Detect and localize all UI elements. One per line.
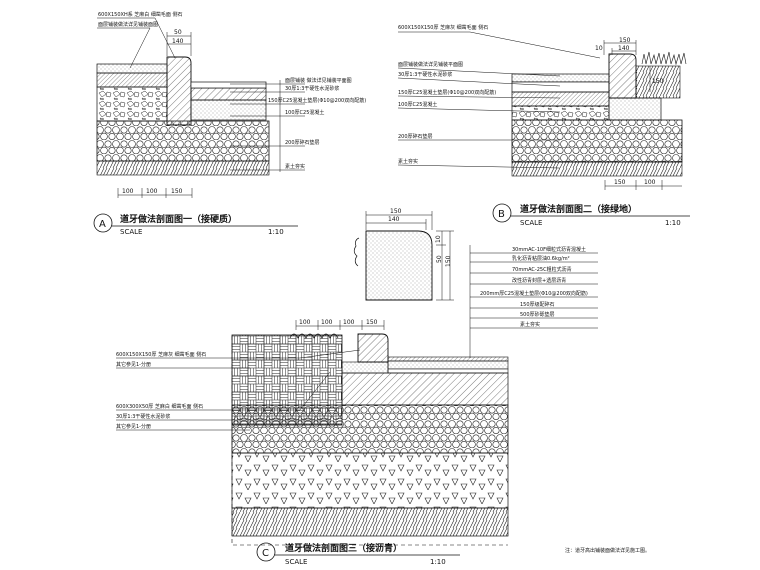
detail-a-callout-c25-100: 100厚C25混凝土 <box>285 109 324 116</box>
detail-c-callout-c25: 200mm厚C25混凝土垫层(Φ10@200双向配筋) <box>480 290 588 297</box>
detail-a-title-block: A 道牙做法剖面图一（接硬质） SCALE 1:10 <box>93 213 298 236</box>
detail-c-dim-top-1: 100 <box>299 319 311 326</box>
curb-section-dim-top-2: 140 <box>388 216 400 223</box>
detail-b-callout-curb: 600X150X150厚 芝麻灰 细凿毛面 侧石 <box>398 24 488 31</box>
detail-a-letter: A <box>99 219 106 230</box>
detail-b-dim-bottom-1: 150 <box>614 179 626 186</box>
detail-b: 150 10 140 150 150 100 600X150X150厚 芝麻灰 … <box>397 24 690 227</box>
detail-c-callout-soil: 素土夯实 <box>520 321 540 328</box>
detail-b-dim-top-1: 150 <box>619 37 631 44</box>
detail-a-dim-bottom-2: 100 <box>146 188 158 195</box>
detail-b-title-block: B 道牙做法剖面图二（接绿地） SCALE 1:10 <box>492 203 690 227</box>
footnote: 注：道牙高出铺装面做法详见施工图。 <box>565 547 650 554</box>
curb-section-dim-top-1: 150 <box>390 208 402 215</box>
curb-section-dim-right-1: 10 <box>435 235 442 243</box>
detail-c-dim-top-3: 100 <box>343 319 355 326</box>
curb-section-detail: 150 140 10 50 150 <box>353 208 454 301</box>
detail-b-callout-mortar: 30厚1:3干硬性水泥砂浆 <box>398 71 452 78</box>
detail-c-section <box>231 333 509 546</box>
detail-b-letter: B <box>498 209 505 220</box>
detail-c-callout-ref-2: 其它参见1-分册 <box>116 423 151 430</box>
detail-a-title: 道牙做法剖面图一（接硬质） <box>120 213 237 225</box>
detail-a-callout-soil: 素土夯实 <box>285 163 305 170</box>
curb-section-dim-right-3: 150 <box>445 255 452 267</box>
detail-a-dim-bottom-1: 100 <box>122 188 134 195</box>
detail-c-leaders-right <box>469 245 598 358</box>
detail-c-callout-paver: 600X300X50厚 芝麻白 细凿毛面 侧石 <box>116 403 203 410</box>
detail-a-scale-label: SCALE <box>120 228 142 236</box>
curb-section-dim-right-2: 50 <box>436 255 443 263</box>
detail-b-dim-bottom-2: 100 <box>644 179 656 186</box>
detail-b-callout-soil: 素土夯实 <box>398 158 418 165</box>
detail-a-dims-bottom <box>117 188 193 198</box>
detail-a-dims-top <box>166 32 192 56</box>
detail-c-callout-tack: 乳化沥青粘层油0.6kg/m² <box>512 255 570 262</box>
detail-b-dim-top-3: 140 <box>618 45 630 52</box>
detail-c: 100 100 100 150 600X150X150厚 芝麻灰 细凿毛面 侧石… <box>116 245 598 566</box>
detail-c-title-block: C 道牙做法剖面图三（接沥青） SCALE 1:10 <box>256 542 460 566</box>
detail-a-callout-curb: 600X150XH系 芝麻白 细凿毛面 侧石 <box>98 11 182 18</box>
detail-b-callout-c25-100: 100厚C25混凝土 <box>398 101 437 108</box>
detail-b-dims-bottom <box>604 180 682 190</box>
detail-c-callout-ac25: 70mmAC-25C粗粒式沥青 <box>512 266 572 273</box>
detail-a: 50 140 100 100 150 600X150XH系 芝麻白 细凿毛面 侧… <box>93 11 366 236</box>
detail-c-callout-curb: 600X150X150厚 芝麻灰 细凿毛面 侧石 <box>116 351 206 358</box>
detail-c-dim-top-4: 150 <box>366 319 378 326</box>
detail-a-callout-gravel: 200厚碎石垫层 <box>285 139 320 146</box>
detail-a-scale-value: 1:10 <box>268 228 284 236</box>
detail-c-leaders-left <box>116 349 361 431</box>
detail-c-scale-value: 1:10 <box>430 558 446 566</box>
detail-c-callout-ref-1: 其它参见1-分册 <box>116 361 151 368</box>
detail-c-callout-seal: 改性沥青封层+透层沥青 <box>512 277 566 284</box>
detail-b-section <box>511 51 687 177</box>
detail-c-letter: C <box>262 548 269 559</box>
detail-b-title: 道牙做法剖面图二（接绿地） <box>520 203 637 215</box>
detail-c-callout-graded-gravel: 150厚级配碎石 <box>520 301 555 308</box>
detail-c-scale-label: SCALE <box>285 558 307 566</box>
detail-c-dim-top-2: 100 <box>321 319 333 326</box>
detail-a-dim-top-2: 140 <box>172 38 184 45</box>
detail-c-callout-mortar: 30厚1:3干硬性水泥砂浆 <box>116 413 170 420</box>
detail-b-callout-paving: 面层铺装做法详见铺装平面图 <box>398 61 463 68</box>
detail-a-callout-c25-150: 150厚C25混凝土垫层(Φ10@200双向配筋) <box>268 97 366 104</box>
detail-a-leaders <box>97 17 305 172</box>
detail-a-callout-mortar: 30厚1:3干硬性水泥砂浆 <box>285 85 339 92</box>
detail-c-callout-sand: 500厚砂砾垫层 <box>520 311 555 318</box>
detail-c-dims-top <box>295 320 385 330</box>
detail-c-title: 道牙做法剖面图三（接沥青） <box>285 542 402 554</box>
detail-b-callout-gravel: 200厚碎石垫层 <box>398 133 433 140</box>
detail-a-dim-top-1: 50 <box>174 29 182 36</box>
detail-b-scale-value: 1:10 <box>665 219 681 227</box>
detail-b-dim-right-1: 150 <box>652 78 664 85</box>
detail-b-scale-label: SCALE <box>520 219 542 227</box>
detail-c-callout-ac10: 30mmAC-10F细粒式沥青混凝土 <box>512 246 586 253</box>
detail-a-callout-paving: 面层铺装做法详见铺装面图 <box>98 21 158 28</box>
detail-a-dim-bottom-3: 150 <box>171 188 183 195</box>
detail-b-dims-top <box>603 40 637 55</box>
detail-b-callout-c25-150: 150厚C25混凝土垫层(Φ10@200双向配筋) <box>398 89 496 96</box>
detail-b-dim-top-2: 10 <box>595 45 603 52</box>
detail-a-callout-paving-right: 面层铺装 做法详见铺装平面图 <box>285 77 352 84</box>
detail-b-leaders <box>397 31 601 169</box>
detail-a-section <box>96 56 270 176</box>
